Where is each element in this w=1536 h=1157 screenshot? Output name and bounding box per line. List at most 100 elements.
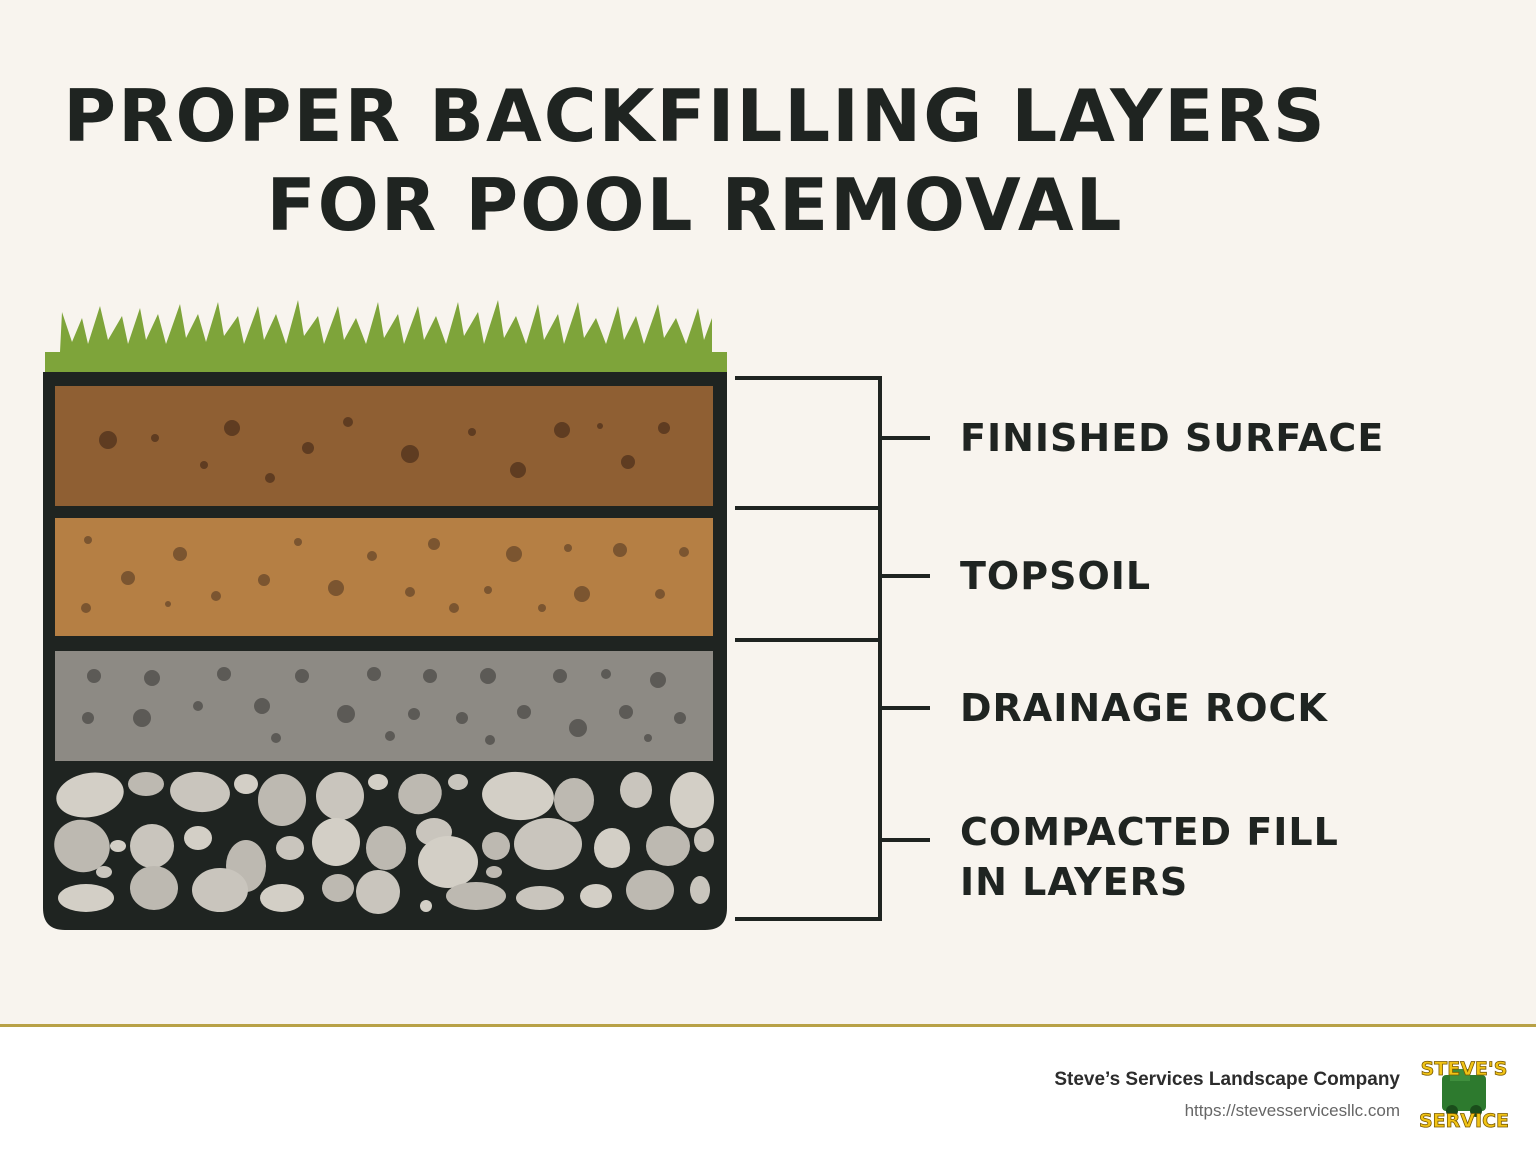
finished-surface-layer [55, 386, 713, 506]
texture-dot [224, 420, 240, 436]
texture-dot [456, 712, 468, 724]
stone [96, 866, 112, 878]
stone [316, 772, 364, 820]
stone [258, 774, 306, 826]
stone [694, 828, 714, 852]
texture-dot [574, 586, 590, 602]
stone [670, 772, 714, 828]
stone [276, 836, 304, 860]
texture-dot [564, 544, 572, 552]
title-line-2: FOR POOL REMOVAL [266, 163, 1124, 247]
stone [646, 826, 690, 866]
texture-dot [337, 705, 355, 723]
texture-dot [343, 417, 353, 427]
stone [554, 778, 594, 822]
texture-dot [165, 601, 171, 607]
soil-layers-diagram [43, 300, 930, 930]
texture-dot [644, 734, 652, 742]
texture-dot [217, 667, 231, 681]
stone [322, 874, 354, 902]
texture-dot [538, 604, 546, 612]
texture-dot [151, 434, 159, 442]
texture-dot [597, 423, 603, 429]
texture-dot [449, 603, 459, 613]
stone [482, 832, 510, 860]
stone [690, 876, 710, 904]
label-connectors [735, 376, 930, 921]
texture-dot [133, 709, 151, 727]
texture-dot [423, 669, 437, 683]
texture-dot [658, 422, 670, 434]
stone [192, 868, 248, 912]
texture-dot [619, 705, 633, 719]
texture-dot [258, 574, 270, 586]
stone [110, 840, 126, 852]
footer: Steve’s Services Landscape Company https… [0, 1024, 1536, 1157]
stone [594, 828, 630, 868]
texture-dot [99, 431, 117, 449]
texture-dot [200, 461, 208, 469]
texture-dot [485, 735, 495, 745]
stone [356, 870, 400, 914]
logo-text-bottom: SERVICE [1420, 1110, 1508, 1131]
texture-dot [428, 538, 440, 550]
logo-text-top: STEVE'S [1421, 1058, 1508, 1080]
stone [130, 866, 178, 910]
stone [260, 884, 304, 912]
texture-dot [367, 551, 377, 561]
stone [626, 870, 674, 910]
texture-dot [553, 669, 567, 683]
compacted-fill-stones [54, 771, 714, 914]
stone [368, 774, 388, 790]
texture-dot [650, 672, 666, 688]
topsoil-layer [55, 518, 713, 636]
texture-dot [484, 586, 492, 594]
texture-dot [674, 712, 686, 724]
stone [58, 884, 114, 912]
texture-dot [385, 731, 395, 741]
texture-dot [82, 712, 94, 724]
texture-dot [193, 701, 203, 711]
company-name: Steve’s Services Landscape Company [1054, 1069, 1400, 1090]
texture-dot [408, 708, 420, 720]
stone [486, 866, 502, 878]
label-topsoil: TOPSOIL [960, 554, 1152, 598]
texture-dot [554, 422, 570, 438]
stone [448, 774, 468, 790]
texture-dot [265, 473, 275, 483]
stone [446, 882, 506, 910]
texture-dot [569, 719, 587, 737]
texture-dot [294, 538, 302, 546]
texture-dot [517, 705, 531, 719]
page-title: PROPER BACKFILLING LAYERS FOR POOL REMOV… [0, 72, 1390, 250]
stone [128, 772, 164, 796]
stone [130, 824, 174, 868]
texture-dot [601, 669, 611, 679]
label-finished-surface: FINISHED SURFACE [960, 416, 1385, 460]
texture-dot [84, 536, 92, 544]
stone [580, 884, 612, 908]
company-logo: STEVE'S SERVICE [1420, 1058, 1508, 1131]
texture-dot [510, 462, 526, 478]
stone [56, 772, 124, 818]
texture-dot [468, 428, 476, 436]
label-compacted-fill: COMPACTED FILL [960, 810, 1339, 854]
texture-dot [254, 698, 270, 714]
texture-dot [613, 543, 627, 557]
stone [398, 773, 442, 815]
stone [366, 826, 406, 870]
texture-dot [211, 591, 221, 601]
texture-dot [302, 442, 314, 454]
stone [418, 836, 478, 888]
texture-dot [144, 670, 160, 686]
stone [170, 771, 230, 813]
texture-dot [401, 445, 419, 463]
texture-dot [295, 669, 309, 683]
stone [234, 774, 258, 794]
texture-dot [271, 733, 281, 743]
company-url[interactable]: https://stevesservicesllc.com [1184, 1101, 1400, 1120]
grass-layer [45, 300, 727, 372]
texture-dot [87, 669, 101, 683]
stone [620, 772, 652, 808]
